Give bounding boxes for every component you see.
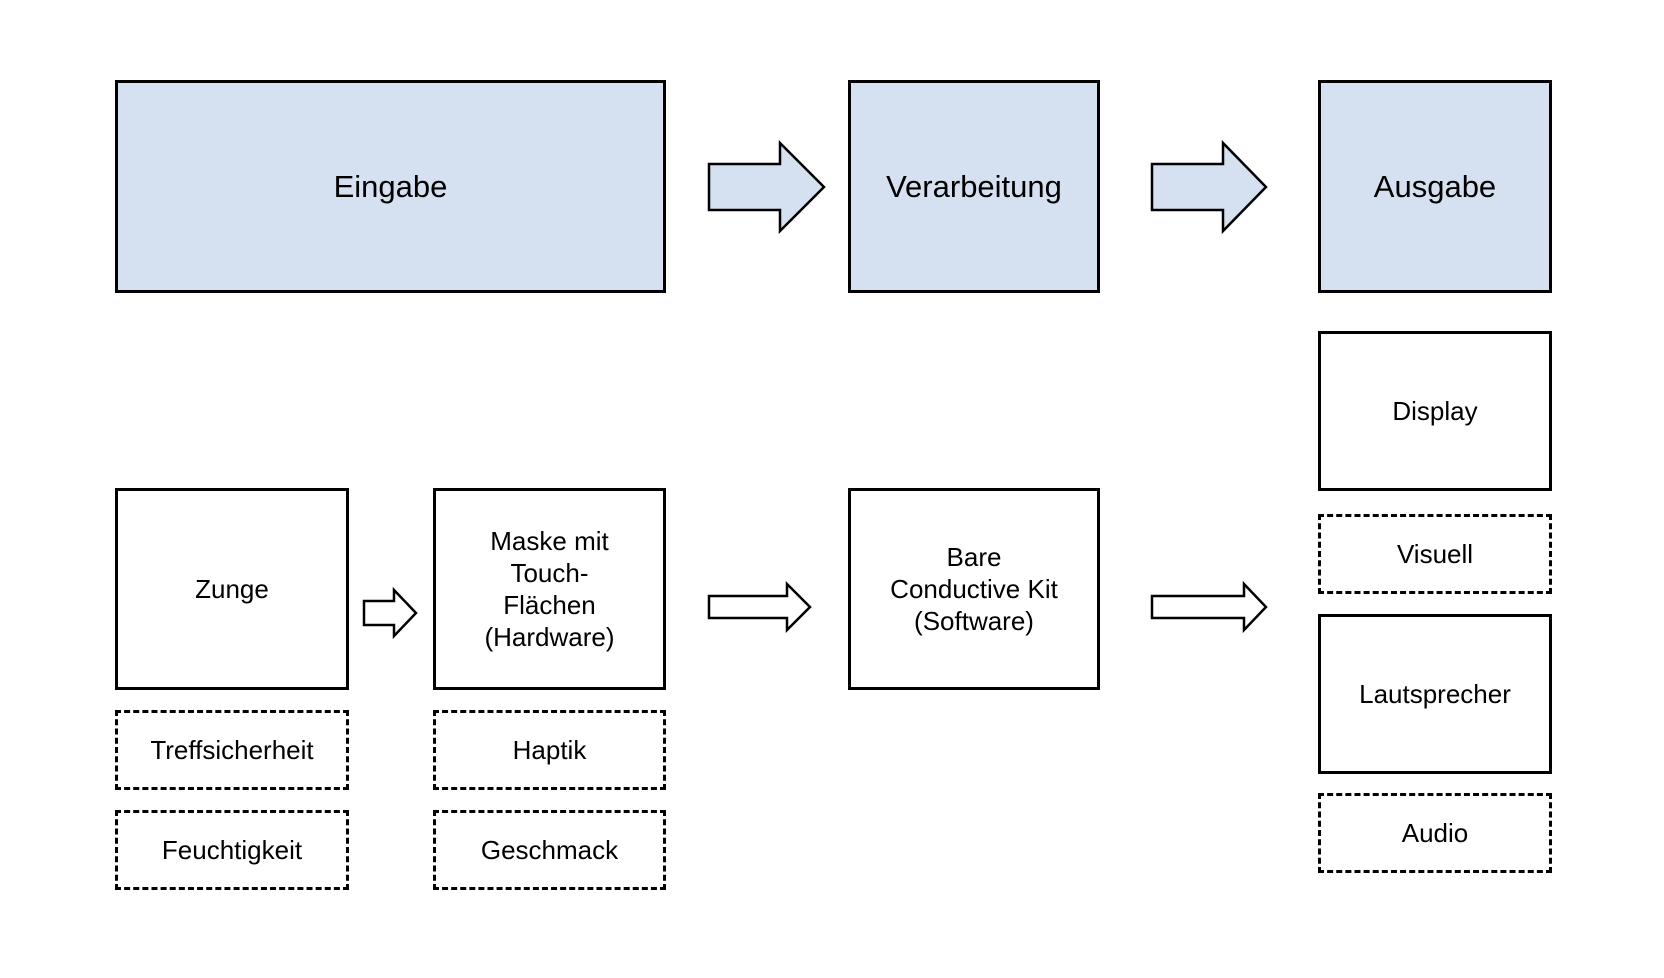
header-input-label: Eingabe <box>333 168 448 204</box>
conductive-kit-label: Bare Conductive Kit (Software) <box>890 542 1058 636</box>
header-processing-box: Verarbeitung <box>848 80 1100 293</box>
tongue-attribute-accuracy-label: Treffsicherheit <box>150 734 314 765</box>
speaker-attribute-audio-label: Audio <box>1401 817 1469 848</box>
header-output-label: Ausgabe <box>1373 168 1497 204</box>
mask-attribute-taste-label: Geschmack <box>480 834 619 865</box>
tongue-attribute-moisture-label: Feuchtigkeit <box>161 834 303 865</box>
tongue-label: Zunge <box>195 574 269 604</box>
arrow-tongue-to-mask <box>362 586 418 640</box>
speaker-attribute-audio: Audio <box>1318 793 1552 873</box>
tongue-attribute-accuracy: Treffsicherheit <box>115 710 349 790</box>
display-box: Display <box>1318 331 1552 491</box>
mask-label: Maske mit Touch- Flächen (Hardware) <box>484 526 615 652</box>
display-attribute-visual: Visuell <box>1318 514 1552 594</box>
conductive-kit-box: Bare Conductive Kit (Software) <box>848 488 1100 690</box>
arrow-input-to-processing <box>707 139 826 235</box>
mask-attribute-haptics-label: Haptik <box>512 734 587 765</box>
arrow-kit-to-output <box>1150 580 1268 634</box>
mask-box: Maske mit Touch- Flächen (Hardware) <box>433 488 666 690</box>
display-attribute-visual-label: Visuell <box>1396 538 1474 569</box>
arrow-mask-to-kit <box>707 580 812 634</box>
tongue-attribute-moisture: Feuchtigkeit <box>115 810 349 890</box>
tongue-box: Zunge <box>115 488 349 690</box>
mask-attribute-taste: Geschmack <box>433 810 666 890</box>
arrow-processing-to-output <box>1150 139 1268 235</box>
mask-attribute-haptics: Haptik <box>433 710 666 790</box>
header-processing-label: Verarbeitung <box>886 168 1062 204</box>
speaker-label: Lautsprecher <box>1359 679 1511 709</box>
speaker-box: Lautsprecher <box>1318 614 1552 774</box>
header-input-box: Eingabe <box>115 80 666 293</box>
header-output-box: Ausgabe <box>1318 80 1552 293</box>
display-label: Display <box>1392 396 1478 426</box>
